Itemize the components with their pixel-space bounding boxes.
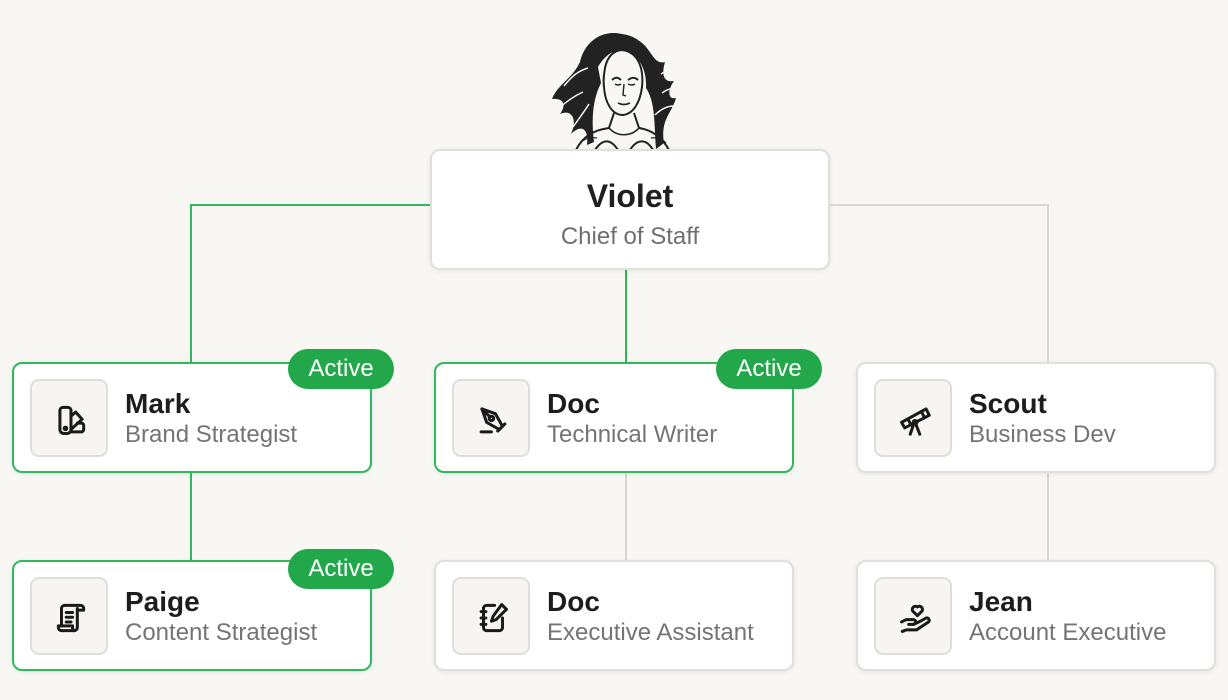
woman-portrait-illustration: [552, 32, 685, 151]
status-badge-doc: Active: [716, 349, 822, 389]
fountain-pen-icon: [479, 407, 507, 434]
connector-root-mark: [190, 204, 430, 206]
agent-card-paige[interactable]: Paige Content Strategist: [12, 560, 372, 671]
agent-role: Business Dev: [969, 421, 1116, 448]
connector-root-scout: [830, 204, 1049, 206]
agent-name: Scout: [969, 388, 1047, 419]
agent-card-doc-executive-assistant[interactable]: Doc Executive Assistant: [434, 560, 794, 671]
icon-box: [874, 577, 952, 655]
agent-role: Executive Assistant: [547, 619, 754, 646]
agent-role: Brand Strategist: [125, 421, 298, 448]
root-name: Violet: [586, 178, 674, 214]
connector-mark-vertical: [190, 204, 192, 363]
agent-name: Jean: [969, 586, 1033, 617]
icon-box: [452, 577, 530, 655]
status-badge-paige: Active: [288, 549, 394, 589]
status-badge-mark: Active: [288, 349, 394, 389]
root-card-violet[interactable]: Violet Chief of Staff: [430, 149, 830, 270]
connector-doc-assistant: [625, 473, 627, 561]
icon-box: [452, 379, 530, 457]
scroll-document-icon: [56, 603, 86, 633]
connector-mark-paige: [190, 473, 192, 561]
connector-scout-jean: [1047, 473, 1049, 561]
root-role: Chief of Staff: [560, 223, 700, 250]
brand-swatch-icon: [58, 405, 86, 435]
agent-role: Content Strategist: [125, 619, 318, 646]
connector-scout-vertical: [1047, 204, 1049, 363]
agent-name: Paige: [125, 586, 200, 617]
agent-role: Account Executive: [969, 619, 1167, 646]
agent-name: Doc: [547, 388, 600, 419]
icon-box: [874, 379, 952, 457]
icon-box: [30, 379, 108, 457]
agent-card-jean[interactable]: Jean Account Executive: [856, 560, 1216, 671]
notebook-pencil-icon: [479, 603, 508, 633]
icon-box: [30, 577, 108, 655]
agent-card-scout[interactable]: Scout Business Dev: [856, 362, 1216, 473]
agent-name: Doc: [547, 586, 600, 617]
telescope-icon: [900, 407, 931, 436]
connector-root-doc: [625, 270, 627, 363]
hand-heart-icon: [900, 604, 931, 633]
agent-role: Technical Writer: [547, 421, 718, 448]
agent-name: Mark: [125, 388, 191, 419]
